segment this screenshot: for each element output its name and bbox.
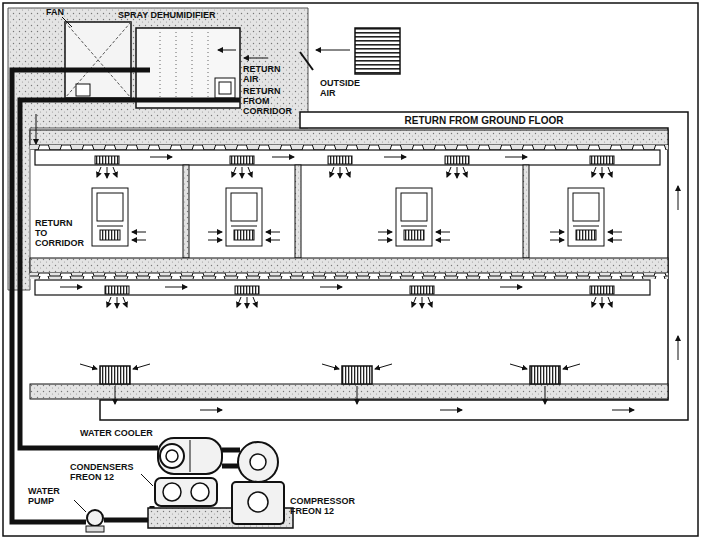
outside-air-grille bbox=[316, 28, 400, 74]
upper-floor-slab bbox=[30, 114, 668, 165]
part-label: WATER COOLER bbox=[80, 428, 156, 438]
part-label: RETURN AIR bbox=[243, 64, 287, 84]
return-arrows-rooms bbox=[132, 232, 622, 240]
part-label: FAN bbox=[46, 7, 76, 17]
outer-frame bbox=[3, 3, 698, 536]
middle-floor-slab bbox=[30, 258, 668, 295]
ground-floor-slab bbox=[30, 366, 668, 399]
partitions bbox=[183, 165, 529, 258]
part-label: RETURN TO CORRIDOR bbox=[35, 218, 87, 248]
refrigeration-plant bbox=[74, 438, 293, 532]
supply-arrows-upper bbox=[97, 157, 612, 178]
air-arrow bbox=[244, 58, 268, 59]
part-label: OUTSIDE AIR bbox=[320, 78, 366, 98]
duct-label: RETURN FROM GROUND FLOOR bbox=[405, 115, 564, 127]
leader-line bbox=[62, 17, 72, 27]
supply-arrows-middle bbox=[60, 287, 612, 308]
part-label: COMPRESSOR FREON 12 bbox=[290, 496, 370, 516]
duct-arrows bbox=[200, 186, 678, 410]
chilled-water-pipes bbox=[12, 70, 240, 522]
part-label: WATER PUMP bbox=[28, 486, 72, 506]
outside-air-louver bbox=[300, 52, 313, 70]
duct-band: RETURN FROM GROUND FLOOR bbox=[302, 113, 666, 128]
room-units bbox=[92, 188, 604, 246]
part-label: RETURN FROM CORRIDOR bbox=[243, 86, 299, 116]
part-label: SPRAY DEHUMIDIFIER bbox=[118, 10, 248, 20]
supply-grilles-upper bbox=[95, 156, 614, 164]
return-arrows-ground bbox=[80, 364, 580, 404]
fan-unit bbox=[62, 17, 131, 98]
part-label: CONDENSERS FREON 12 bbox=[70, 462, 138, 482]
